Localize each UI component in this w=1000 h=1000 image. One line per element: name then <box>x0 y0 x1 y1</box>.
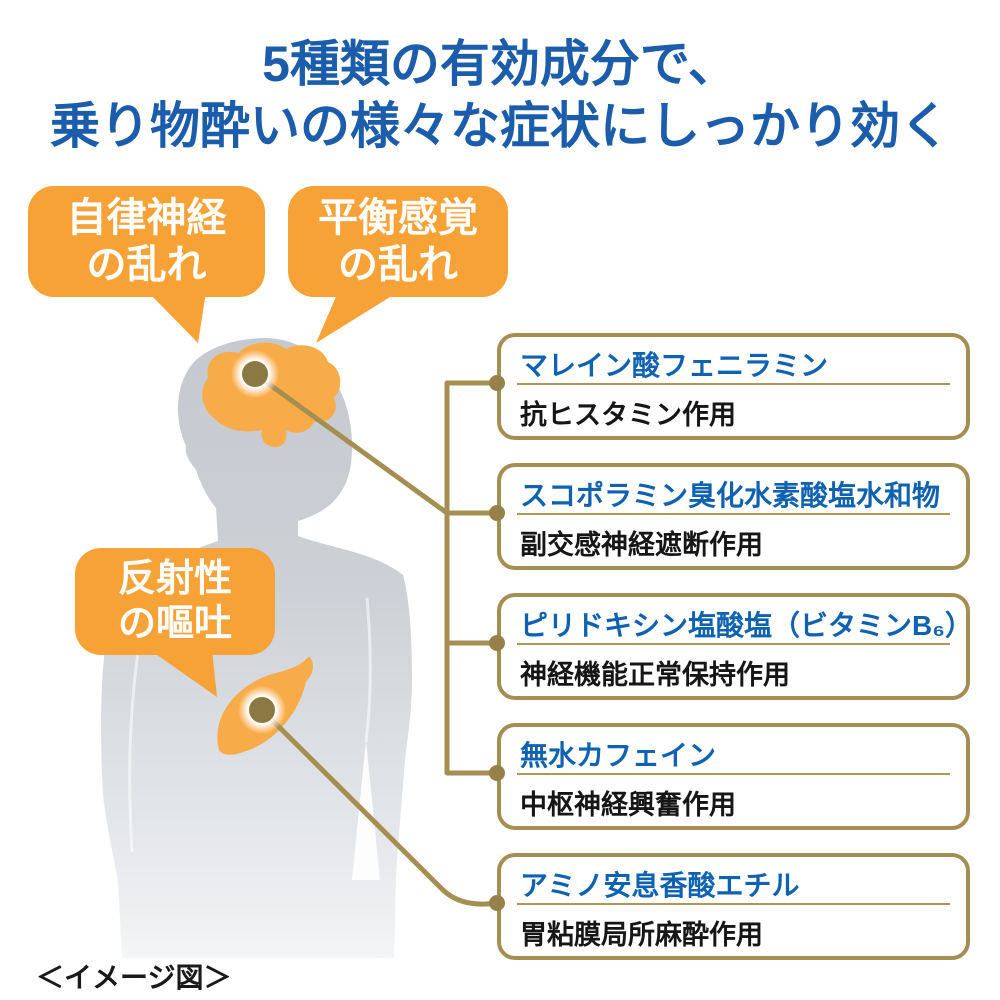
bubble-text: 自律神経 <box>66 196 227 241</box>
ingredient-action: 抗ヒスタミン作用 <box>520 400 736 430</box>
ingredient-divider <box>517 383 950 385</box>
arm-seam-left <box>128 631 143 853</box>
image-caption: ＜イメージ図＞ <box>36 962 232 993</box>
symptom-bubble-reflex-vomiting: 反射性 の嘔吐 <box>75 548 275 655</box>
ingredient-divider <box>517 773 950 775</box>
ingredient-name: ピリドキシン塩酸塩（ビタミンB₆） <box>520 610 973 641</box>
bubble-text: 平衡感覚 <box>318 196 478 241</box>
ingredient-action: 胃粘膜局所麻酔作用 <box>520 920 763 950</box>
ingredient-name: アミノ安息香酸エチル <box>520 870 800 901</box>
ingredient-box-pyridoxine: ピリドキシン塩酸塩（ビタミンB₆） 神経機能正常保持作用 <box>497 593 973 700</box>
page-title: 5種類の有効成分で、 乗り物酔いの様々な症状にしっかり効く <box>0 33 1000 157</box>
page-title-line2: 乗り物酔いの様々な症状にしっかり効く <box>50 98 950 154</box>
ingredient-divider <box>517 903 950 905</box>
ingredient-name: 無水カフェイン <box>520 740 717 771</box>
page-title-line1: 5種類の有効成分で、 <box>262 36 738 92</box>
ingredient-name: マレイン酸フェニラミン <box>520 350 829 381</box>
symptom-bubble-balance-sense: 平衡感覚 の乱れ <box>288 186 508 297</box>
ingredient-action: 中枢神経興奮作用 <box>520 790 736 820</box>
ingredient-box-pheniramine: マレイン酸フェニラミン 抗ヒスタミン作用 <box>497 333 970 440</box>
ingredient-box-ethyl-aminobenzoate: アミノ安息香酸エチル 胃粘膜局所麻酔作用 <box>497 853 970 960</box>
bubble-text: 反射性 <box>117 558 232 601</box>
bubble-text: の乱れ <box>86 242 207 287</box>
symptom-bubble-autonomic-nerves: 自律神経 の乱れ <box>28 186 265 297</box>
ingredient-name: スコポラミン臭化水素酸塩水和物 <box>520 480 941 511</box>
bubble-text: の嘔吐 <box>117 602 232 645</box>
bubble-text: の乱れ <box>338 242 458 287</box>
ingredient-action: 副交感神経遮断作用 <box>520 530 763 560</box>
ingredient-action: 神経機能正常保持作用 <box>520 660 790 690</box>
ingredient-box-caffeine: 無水カフェイン 中枢神経興奮作用 <box>497 723 970 830</box>
ingredient-box-scopolamine: スコポラミン臭化水素酸塩水和物 副交感神経遮断作用 <box>497 463 970 570</box>
ingredient-divider <box>517 643 950 645</box>
ingredient-divider <box>517 513 950 515</box>
